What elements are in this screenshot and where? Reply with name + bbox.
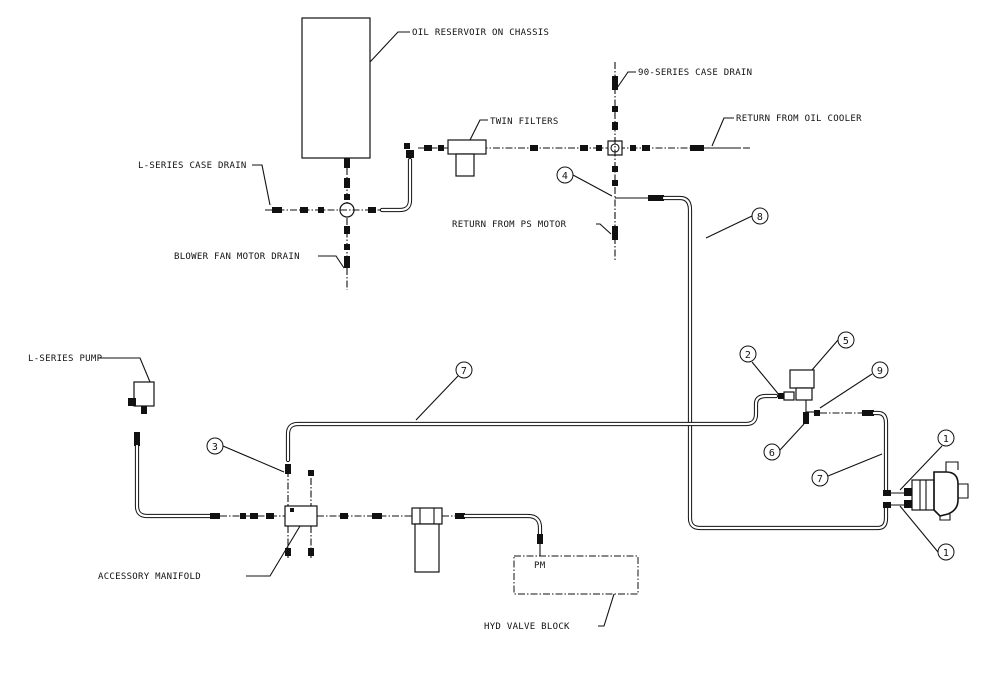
hyd-valve-block-label: HYD VALVE BLOCK <box>484 622 570 632</box>
l-series-pump <box>133 381 155 407</box>
callout-1-lower: 1 <box>943 548 949 559</box>
accessory-manifold <box>284 505 318 527</box>
twin-filter-element <box>455 153 475 177</box>
callout-9: 9 <box>877 366 883 377</box>
component-5-valve <box>789 369 815 389</box>
pump-motor-body <box>911 479 935 511</box>
l-series-pump-label: L-SERIES PUMP <box>28 354 103 364</box>
callout-7-lower: 7 <box>817 474 823 485</box>
accessory-manifold-label: ACCESSORY MANIFOLD <box>98 572 201 582</box>
callout-4: 4 <box>562 171 568 182</box>
inline-filter-element <box>414 523 440 573</box>
return-oil-cooler-label: RETURN FROM OIL COOLER <box>736 114 862 124</box>
inline-filter-head <box>411 507 443 525</box>
callout-2: 2 <box>745 350 751 361</box>
pm-port-label: PM <box>534 561 546 571</box>
callout-1-upper: 1 <box>943 434 949 445</box>
callout-8: 8 <box>757 212 763 223</box>
callout-3: 3 <box>212 442 218 453</box>
callout-6: 6 <box>769 448 775 459</box>
twin-filters-label: TWIN FILTERS <box>490 117 559 127</box>
oil-reservoir-tank <box>301 17 371 159</box>
blower-fan-motor-drain-label: BLOWER FAN MOTOR DRAIN <box>174 252 300 262</box>
return-ps-motor-label: RETURN FROM PS MOTOR <box>452 220 567 230</box>
oil-reservoir-label: OIL RESERVOIR ON CHASSIS <box>412 28 549 38</box>
callout-5: 5 <box>843 336 849 347</box>
callout-7-upper: 7 <box>461 366 467 377</box>
l-series-case-drain-label: L-SERIES CASE DRAIN <box>138 161 247 171</box>
case-drain-90-label: 90-SERIES CASE DRAIN <box>638 68 752 78</box>
hyd-valve-block <box>513 555 639 595</box>
twin-filter-head <box>447 139 487 155</box>
